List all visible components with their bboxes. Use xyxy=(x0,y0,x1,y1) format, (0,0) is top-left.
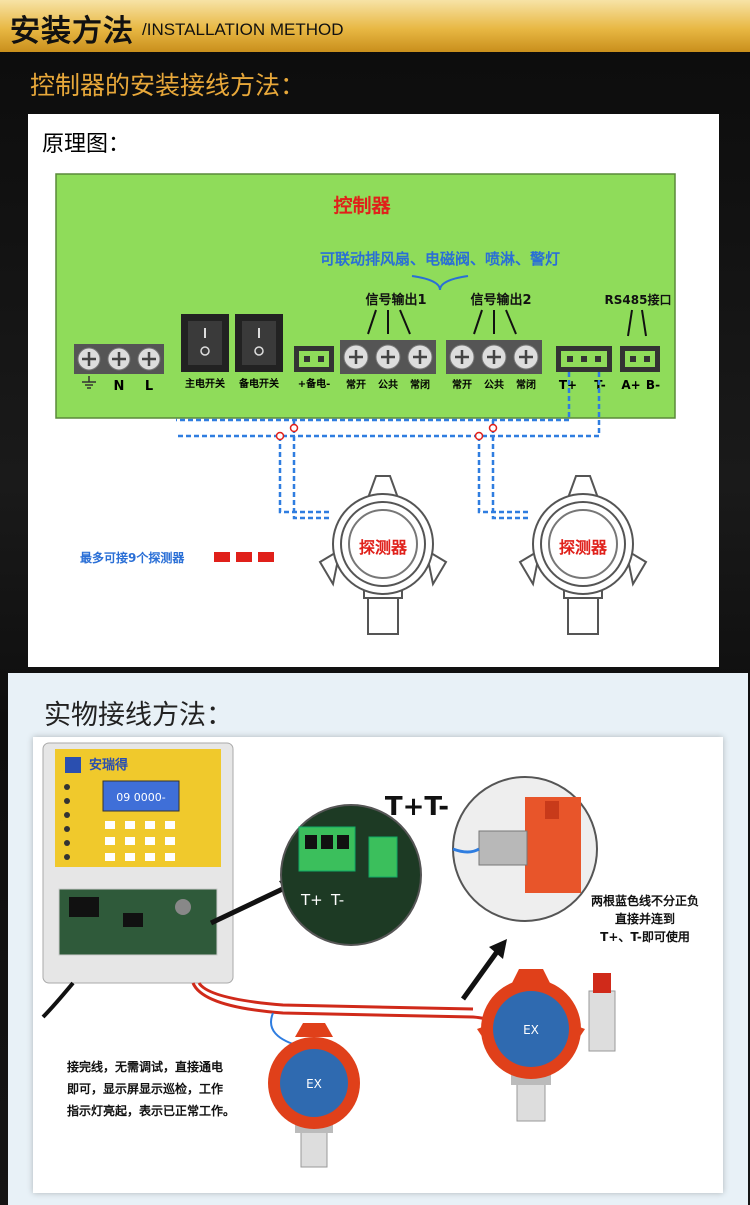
page-title: 安装方法 xyxy=(10,14,134,49)
signal-out-2-label: 信号输出2 xyxy=(470,292,531,308)
backup-switch-label: 备电开关 xyxy=(238,377,279,390)
rs485-plug xyxy=(620,346,660,372)
bus-plug xyxy=(556,346,612,372)
relay-terminal-block-2 xyxy=(446,340,542,374)
controller-label: 控制器 xyxy=(333,194,391,217)
red-wires xyxy=(191,982,505,1038)
backup-power-label: +备电- xyxy=(298,377,331,390)
detector-2 xyxy=(518,475,648,635)
arrow-head-2 xyxy=(489,939,507,959)
arrows xyxy=(209,882,502,1001)
tt-label: T+T- xyxy=(385,792,449,822)
keypad-buttons xyxy=(105,821,175,861)
page-subtitle: /INSTALLATION METHOD xyxy=(142,20,344,39)
lcd-screen xyxy=(102,780,180,812)
terminal-l: L xyxy=(145,379,153,394)
max-detectors-note: 最多可接9个探测器 xyxy=(80,550,185,565)
real-wiring-illustration: 安瑞得 09 0000- xyxy=(41,742,699,1168)
section2-title: 实物接线方法： xyxy=(44,700,233,731)
terminal-a-plus: A+ xyxy=(621,378,640,392)
terminal-com2: 公共 xyxy=(484,378,504,391)
more-detectors-marks xyxy=(214,552,274,562)
note-left-2: 即可，显示屏显示巡检，工作 xyxy=(67,1081,223,1096)
signal-out-1-label: 信号输出1 xyxy=(365,292,426,308)
main-switch-label: 主电开关 xyxy=(185,377,225,390)
main-switch xyxy=(181,314,229,372)
note-right-2: 直接并连到 xyxy=(615,911,675,926)
terminal-com1: 公共 xyxy=(378,378,398,391)
red-detector-1 xyxy=(268,1023,360,1168)
terminal-n: N xyxy=(114,379,125,394)
board-t-plus: T+ xyxy=(300,891,323,909)
detector-2-label: 探测器 xyxy=(559,538,608,557)
header-bar: 安装方法 /INSTALLATION METHOD xyxy=(0,0,750,52)
board-t-minus: T- xyxy=(330,891,344,909)
power-cable xyxy=(41,981,75,1019)
photo-card: 安瑞得 09 0000- xyxy=(33,737,723,1193)
terminal-b-minus: B- xyxy=(646,378,660,392)
ground-symbol xyxy=(82,376,96,389)
power-terminal-block xyxy=(74,344,164,374)
red-detector-2 xyxy=(477,969,616,1122)
section1-title: 控制器的安装接线方法： xyxy=(30,71,306,100)
backup-power-plug xyxy=(294,346,334,372)
rs485-label: RS485接口 xyxy=(605,292,672,307)
pcb-board xyxy=(58,888,218,956)
linkage-text: 可联动排风扇、电磁阀、喷淋、警灯 xyxy=(320,250,560,268)
note-left-3: 指示灯亮起，表示已正常工作。 xyxy=(67,1103,235,1118)
detector-1-label: 探测器 xyxy=(359,538,408,557)
real-wiring-panel: 实物接线方法： 安瑞得 09 0000- xyxy=(8,673,748,1205)
schematic-label: 原理图： xyxy=(42,132,131,157)
terminal-no1: 常开 xyxy=(346,378,366,391)
ex-mark-1: EX xyxy=(306,1077,322,1091)
backup-switch xyxy=(235,314,283,372)
linkage-brace xyxy=(411,275,469,291)
wiring-schematic: 控制器 可联动排风扇、电磁阀、喷淋、警灯 信号输出1 信号输出2 RS485接口 xyxy=(55,173,676,635)
brand-label: 安瑞得 xyxy=(89,757,128,773)
status-leds xyxy=(64,784,70,860)
zoom-circle-detector xyxy=(452,776,598,922)
detector-1 xyxy=(318,475,448,635)
bus-wiring xyxy=(176,372,601,520)
note-right-3: T+、T-即可使用 xyxy=(600,929,690,944)
controller-board xyxy=(55,173,676,419)
schematic-panel: 原理图： 控制器 可联动排风扇、电磁阀、喷淋、警灯 信号输出1 信号输出2 RS… xyxy=(28,114,719,667)
terminal-nc2: 常闭 xyxy=(516,378,536,391)
note-right-1: 两根蓝色线不分正负 xyxy=(591,893,699,908)
note-left-1: 接完线，无需调试，直接通电 xyxy=(67,1059,223,1074)
terminal-nc1: 常闭 xyxy=(410,378,430,391)
lcd-value: 09 0000- xyxy=(116,791,165,804)
relay-terminal-block-1 xyxy=(340,340,436,374)
terminal-no2: 常开 xyxy=(452,378,472,391)
wire-junctions xyxy=(275,423,498,441)
ex-mark-2: EX xyxy=(523,1023,539,1037)
signal-leads xyxy=(367,309,647,337)
zoom-circle-board xyxy=(280,804,422,946)
